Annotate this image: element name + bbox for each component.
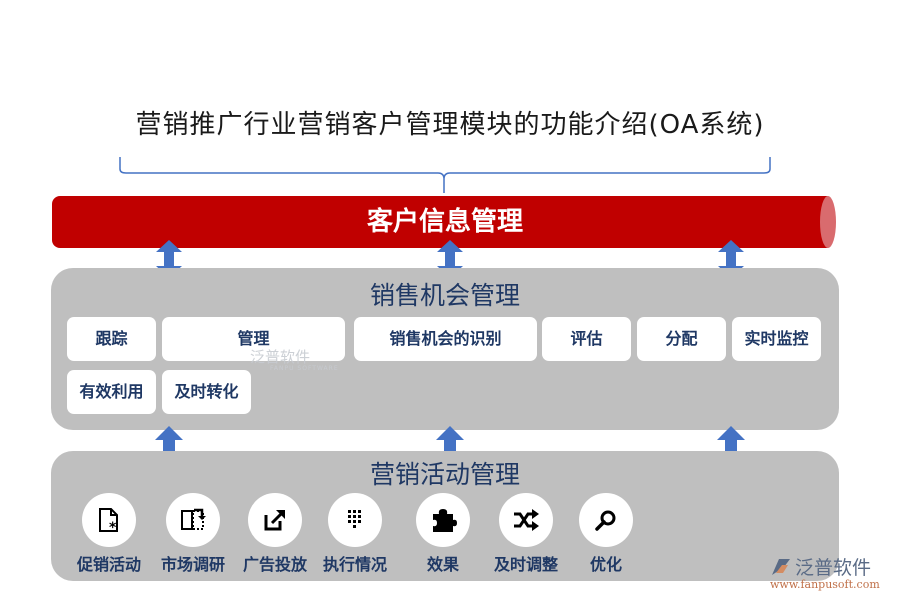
dial-pad-icon	[348, 510, 361, 528]
card-tracking: 跟踪	[67, 317, 156, 361]
diagram-title: 营销推广行业营销客户管理模块的功能介绍(OA系统)	[135, 110, 765, 140]
svg-text:*: *	[109, 520, 117, 533]
brace-connector	[119, 157, 771, 193]
document-asterisk-icon: *	[99, 508, 118, 533]
external-link-icon	[264, 509, 286, 531]
card-allocation: 分配	[637, 317, 726, 361]
sales-opportunity-title: 销售机会管理	[369, 281, 520, 310]
card-timely-conversion: 及时转化	[162, 370, 251, 414]
shuffle-icon	[514, 509, 539, 531]
activity-promotion: * 促销活动	[69, 493, 149, 575]
activity-execution: 执行情况	[315, 493, 395, 575]
marketing-activity-panel: 营销活动管理 * 促销活动 市场调研 广告投放 执行情况 效果 及时调整 优化	[51, 451, 839, 581]
card-management: 管理	[162, 317, 345, 361]
activity-adjustment: 及时调整	[486, 493, 566, 575]
card-evaluation: 评估	[542, 317, 631, 361]
activity-advertising: 广告投放	[235, 493, 315, 575]
sales-opportunity-panel: 销售机会管理 跟踪 管理 销售机会的识别 评估 分配 实时监控 有效利用 及时转…	[51, 268, 839, 430]
up-arrow-icon	[717, 426, 745, 456]
activity-research: 市场调研	[153, 493, 233, 575]
customer-info-bar: 客户信息管理	[52, 196, 838, 248]
card-monitoring: 实时监控	[732, 317, 821, 361]
fanpu-logo-icon	[772, 558, 790, 575]
marketing-activity-title: 营销活动管理	[369, 460, 520, 489]
up-arrow-icon	[436, 426, 464, 456]
card-identification: 销售机会的识别	[354, 317, 537, 361]
puzzle-icon	[433, 509, 457, 532]
fanpu-logo: 泛普软件 www.fanpusoft.com	[770, 557, 880, 591]
card-effective-use: 有效利用	[67, 370, 156, 414]
search-icon	[595, 510, 616, 531]
customer-info-label: 客户信息管理	[366, 207, 523, 237]
up-arrow-icon	[155, 426, 183, 456]
split-panel-arrow-icon	[181, 508, 206, 530]
activity-optimization: 优化	[566, 493, 646, 575]
activity-effect: 效果	[403, 493, 483, 575]
